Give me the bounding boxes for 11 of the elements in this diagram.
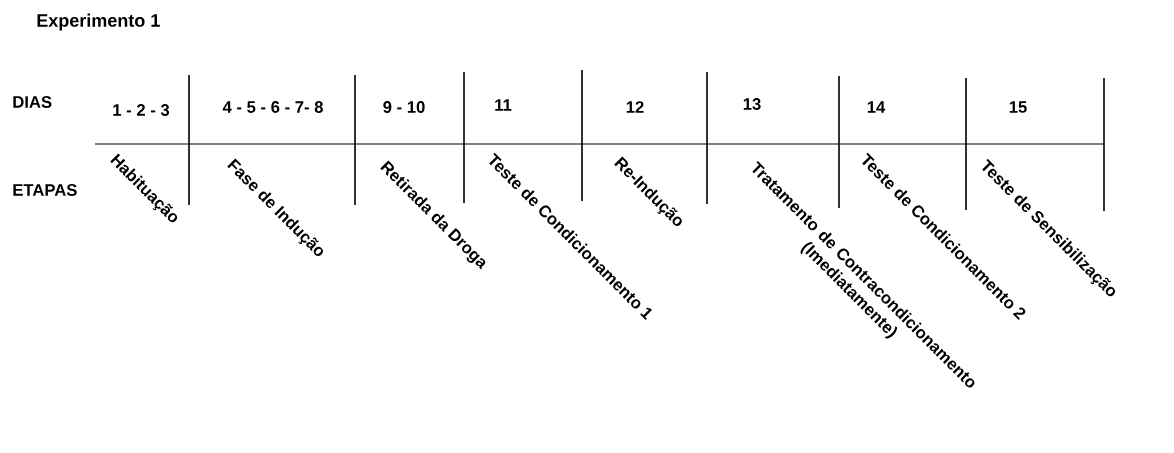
day-label: 1 - 2 - 3 [113,104,170,116]
day-label: 13 [743,98,761,110]
day-label: 11 [495,99,512,111]
day-label: 9 - 10 [383,101,425,113]
row-header: ETAPAS [13,184,77,196]
day-label: 4 - 5 - 6 - 7- 8 [222,101,323,113]
day-label: 14 [867,101,886,113]
day-label: 15 [1009,101,1027,113]
row-header: DIAS [13,96,52,108]
day-label: 12 [626,101,644,113]
title: Experimento 1 [37,13,160,31]
